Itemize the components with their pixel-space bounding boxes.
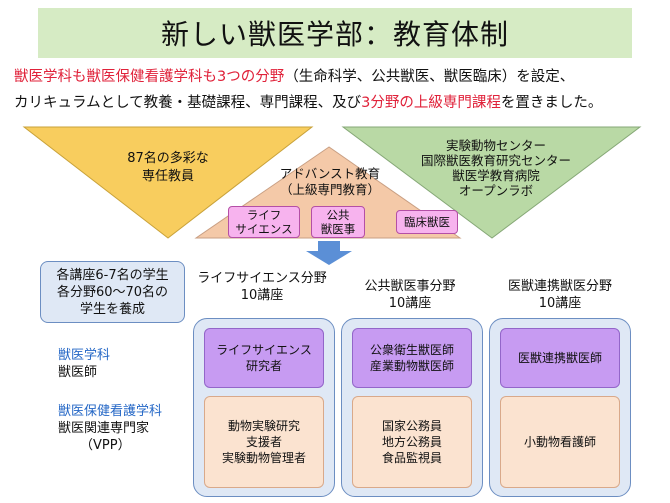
tag-public-vet: 公共獣医事: [311, 206, 365, 238]
info-line-1: 各講座6-7名の学生: [56, 267, 169, 283]
column-3-vet-role-line-1: 医獣連携獣医師: [517, 351, 602, 365]
column-2-count: 10講座: [388, 296, 432, 311]
left-triangle-line-1: 87名の多彩な: [127, 151, 209, 166]
center-triangle-line-1: アドバンスト教育: [279, 166, 381, 181]
column-1-nursing-role-line-1: 動物実験研究: [227, 419, 300, 433]
left-triangle: [22, 126, 314, 239]
right-triangle-line-2: 国際獣医教育研究センター: [420, 153, 571, 168]
tag-clinical-vet: 臨床獣医: [396, 210, 458, 234]
column-2-title: 公共獣医事分野: [364, 279, 456, 294]
column-2-vet-role-line-2: 産業動物獣医師: [369, 359, 454, 373]
column-1-nursing-role-line-3: 実験動物管理者: [221, 451, 306, 465]
column-2-nursing-role-line-3: 食品監視員: [381, 451, 442, 465]
column-2-nursing-role-line-2: 地方公務員: [381, 435, 442, 449]
right-triangle-line-1: 実験動物センター: [445, 138, 546, 153]
nursing-dept-name: 獣医保健看護学科: [58, 404, 163, 419]
intro-line-2: カリキュラムとして教養・基礎課程、専門課程、及び3分野の上級専門課程を置きました…: [14, 92, 602, 114]
right-triangle: [341, 126, 642, 239]
column-2-header: 公共獣医事分野 10講座: [340, 278, 480, 312]
right-triangle-line-4: オープンラボ: [458, 183, 534, 198]
intro-line-2-start: カリキュラムとして教養・基礎課程、専門課程、及び: [14, 95, 362, 111]
column-3-header: 医獣連携獣医分野 10講座: [490, 278, 630, 312]
right-triangle-label: 実験動物センター 国際獣医教育研究センター 獣医学教育病院 オープンラボ: [406, 138, 586, 198]
column-3-vet-role: 医獣連携獣医師: [500, 328, 620, 388]
column-1-header: ライフサイエンス分野 10講座: [192, 270, 332, 304]
column-3-count: 10講座: [538, 296, 582, 311]
nursing-dept-career: 獣医関連専門家: [58, 421, 150, 436]
column-2-nursing-role: 国家公務員地方公務員食品監視員: [352, 396, 472, 488]
column-1-nursing-role-line-2: 支援者: [245, 435, 282, 449]
column-2-vet-role: 公衆衛生獣医師産業動物獣医師: [352, 328, 472, 388]
tag-life-science-line-1: ライフ: [246, 208, 282, 222]
tag-life-science: ライフサイエンス: [228, 206, 300, 238]
center-triangle-label: アドバンスト教育 （上級専門教育）: [272, 166, 388, 198]
tag-life-science-line-2: サイエンス: [235, 222, 293, 236]
info-line-3: 学生を養成: [79, 301, 145, 317]
nursing-dept-label: 獣医保健看護学科 獣医関連専門家 （VPP）: [58, 403, 162, 454]
intro-line-1: 獣医学科も獣医保健看護学科も3つの分野（生命科学、公共獣医、獣医臨床）を設定、: [14, 66, 574, 88]
column-2-vet-role-line-1: 公衆衛生獣医師: [369, 343, 454, 357]
page-title: 新しい獣医学部：教育体制: [38, 8, 632, 58]
column-2-nursing-role-line-1: 国家公務員: [381, 419, 442, 433]
tag-public-vet-line-2: 獣医事: [320, 222, 356, 236]
column-1-nursing-role: 動物実験研究支援者実験動物管理者: [204, 396, 324, 488]
tag-public-vet-line-1: 公共: [326, 208, 350, 222]
column-1-vet-role-line-2: 研究者: [245, 359, 282, 373]
column-3-title: 医獣連携獣医分野: [507, 279, 612, 294]
intro-line-1-rest: （生命科学、公共獣医、獣医臨床）を設定、: [284, 69, 575, 85]
tag-clinical-vet-label: 臨床獣医: [404, 215, 450, 229]
column-1-title: ライフサイエンス分野: [197, 271, 327, 286]
left-triangle-line-2: 専任教員: [141, 169, 194, 184]
student-info-box: 各講座6-7名の学生 各分野60～70名の 学生を養成: [40, 261, 185, 323]
column-1-vet-role: ライフサイエンス研究者: [204, 328, 324, 388]
vet-dept-label: 獣医学科 獣医師: [58, 347, 110, 381]
vet-dept-name: 獣医学科: [58, 348, 111, 363]
info-line-2: 各分野60～70名の: [56, 284, 169, 300]
center-triangle-line-2: （上級専門教育）: [279, 182, 380, 197]
nursing-dept-career-abbr: （VPP）: [80, 438, 131, 453]
column-1-count: 10講座: [240, 288, 284, 303]
left-triangle-label: 87名の多彩な 専任教員: [118, 150, 218, 186]
intro-line-2-end: を置きました。: [500, 95, 603, 111]
vet-dept-career: 獣医師: [58, 365, 98, 380]
intro-line-2-highlight: 3分野の上級専門課程: [361, 95, 501, 111]
column-3-nursing-role-line-1: 小動物看護師: [523, 435, 596, 449]
intro-line-1-highlight: 獣医学科も獣医保健看護学科も3つの分野: [14, 69, 285, 85]
column-1-vet-role-line-1: ライフサイエンス: [216, 343, 312, 357]
down-arrow: [306, 241, 352, 265]
right-triangle-line-3: 獣医学教育病院: [452, 168, 540, 183]
column-3-nursing-role: 小動物看護師: [500, 396, 620, 488]
